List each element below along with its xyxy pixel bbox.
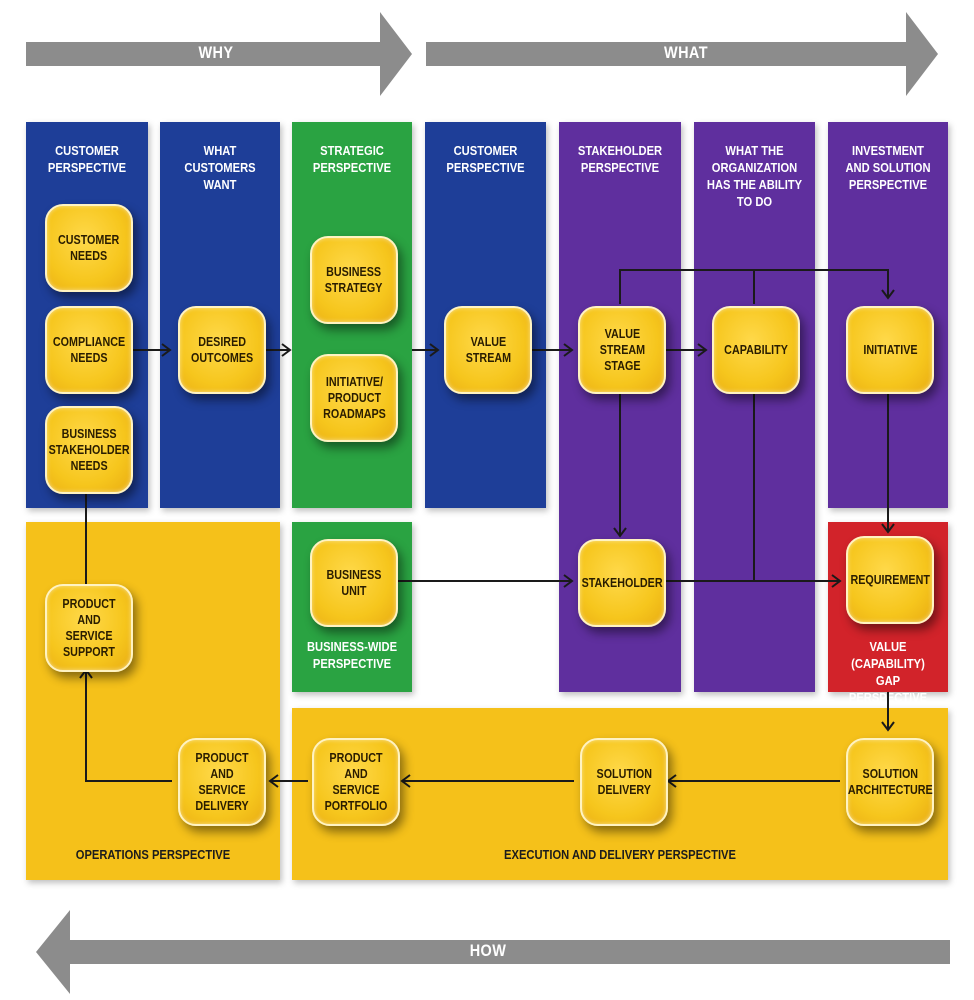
solution-delivery-label: SOLUTION DELIVERY	[596, 767, 652, 797]
what-band-arrow: WHAT	[426, 12, 938, 96]
business-stakeholder-needs-node[interactable]: BUSINESS STAKEHOLDER NEEDS	[45, 406, 133, 494]
business-stakeholder-needs-label: BUSINESS STAKEHOLDER NEEDS	[48, 427, 130, 473]
what-customers-want-heading: WHAT CUSTOMERS WANT	[184, 143, 256, 192]
why-arrow-shape	[26, 12, 412, 96]
initiative-product-roadmaps-label: INITIATIVE/ PRODUCT ROADMAPS	[322, 375, 386, 421]
solution-delivery-node[interactable]: SOLUTION DELIVERY	[580, 738, 668, 826]
why-band-label: WHY	[198, 43, 234, 62]
business-strategy-node[interactable]: BUSINESS STRATEGY	[310, 236, 398, 324]
how-band-arrow: HOW	[36, 910, 950, 994]
solution-architecture-node[interactable]: SOLUTION ARCHITECTURE	[846, 738, 934, 826]
value-stream-stage-node[interactable]: VALUE STREAM STAGE	[578, 306, 666, 394]
value-gap-heading: VALUE (CAPABILITY) GAP PERSPECTIVE	[848, 639, 928, 705]
stakeholder-perspective-heading: STAKEHOLDER PERSPECTIVE	[577, 143, 663, 175]
what-arrow-shape	[426, 12, 938, 96]
operations-heading: OPERATIONS PERSPECTIVE	[75, 847, 231, 862]
capability-label: CAPABILITY	[724, 343, 788, 357]
business-unit-node[interactable]: BUSINESS UNIT	[310, 539, 398, 627]
initiative-node[interactable]: INITIATIVE	[846, 306, 934, 394]
capability-node[interactable]: CAPABILITY	[712, 306, 800, 394]
product-service-support-label: PRODUCT AND SERVICE SUPPORT	[62, 597, 116, 659]
business-wide-heading: BUSINESS-WIDE PERSPECTIVE	[306, 639, 398, 671]
requirement-label: REQUIREMENT	[850, 573, 930, 587]
initiative-product-roadmaps-node[interactable]: INITIATIVE/ PRODUCT ROADMAPS	[310, 354, 398, 442]
product-service-delivery-node[interactable]: PRODUCT AND SERVICE DELIVERY	[178, 738, 266, 826]
operations-panel: OPERATIONS PERSPECTIVE	[26, 522, 280, 880]
initiative-label: INITIATIVE	[862, 343, 918, 357]
execution-delivery-heading: EXECUTION AND DELIVERY PERSPECTIVE	[504, 847, 736, 862]
customer-perspective-2-heading: CUSTOMER PERSPECTIVE	[446, 143, 525, 175]
organization-ability-panel: WHAT THE ORGANIZATION HAS THE ABILITY TO…	[694, 122, 815, 692]
customer-perspective-heading: CUSTOMER PERSPECTIVE	[47, 143, 127, 175]
desired-outcomes-label: DESIRED OUTCOMES	[190, 335, 254, 365]
value-stream-stage-label: VALUE STREAM STAGE	[599, 327, 645, 373]
investment-solution-heading: INVESTMENT AND SOLUTION PERSPECTIVE	[845, 143, 931, 192]
stakeholder-node[interactable]: STAKEHOLDER	[578, 539, 666, 627]
how-arrow-shape	[36, 910, 950, 994]
product-service-portfolio-node[interactable]: PRODUCT AND SERVICE PORTFOLIO	[312, 738, 400, 826]
how-band-label: HOW	[469, 941, 507, 960]
product-service-delivery-label: PRODUCT AND SERVICE DELIVERY	[195, 751, 249, 813]
customer-needs-node[interactable]: CUSTOMER NEEDS	[45, 204, 133, 292]
desired-outcomes-node[interactable]: DESIRED OUTCOMES	[178, 306, 266, 394]
business-strategy-label: BUSINESS STRATEGY	[325, 265, 383, 295]
stakeholder-label: STAKEHOLDER	[581, 576, 663, 590]
compliance-needs-label: COMPLIANCE NEEDS	[52, 335, 126, 365]
product-service-portfolio-label: PRODUCT AND SERVICE PORTFOLIO	[324, 751, 388, 813]
customer-needs-label: CUSTOMER NEEDS	[58, 233, 120, 263]
requirement-node[interactable]: REQUIREMENT	[846, 536, 934, 624]
value-stream-node[interactable]: VALUE STREAM	[444, 306, 532, 394]
product-service-support-node[interactable]: PRODUCT AND SERVICE SUPPORT	[45, 584, 133, 672]
organization-ability-heading: WHAT THE ORGANIZATION HAS THE ABILITY TO…	[706, 143, 803, 209]
business-unit-label: BUSINESS UNIT	[326, 568, 382, 598]
what-band-label: WHAT	[664, 43, 708, 62]
strategic-perspective-heading: STRATEGIC PERSPECTIVE	[312, 143, 392, 175]
solution-architecture-label: SOLUTION ARCHITECTURE	[847, 767, 933, 797]
value-stream-label: VALUE STREAM	[465, 335, 511, 365]
why-band-arrow: WHY	[26, 12, 412, 96]
compliance-needs-node[interactable]: COMPLIANCE NEEDS	[45, 306, 133, 394]
